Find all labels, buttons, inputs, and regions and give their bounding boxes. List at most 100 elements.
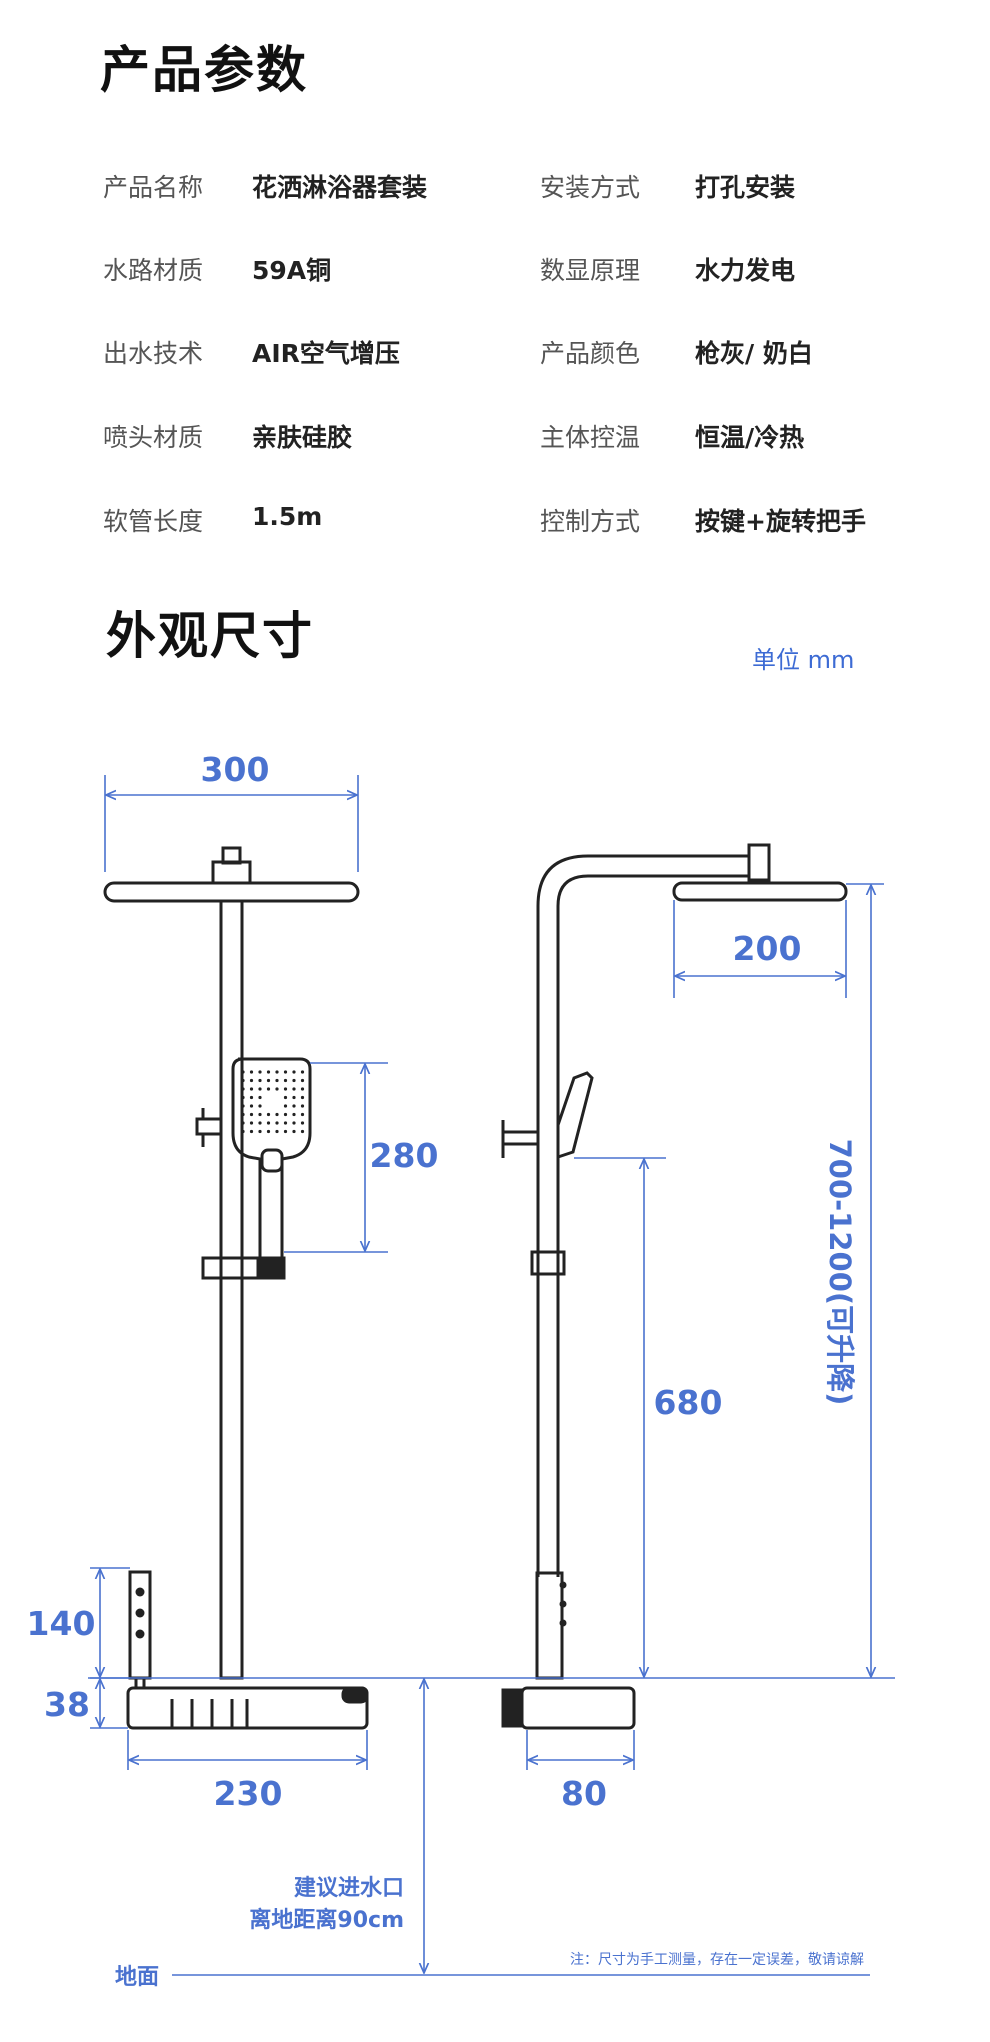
nozzle-dot	[258, 1087, 262, 1091]
nozzle-dot	[275, 1078, 279, 1083]
spec-label: 水路材质	[103, 256, 204, 285]
nozzle-dot	[292, 1121, 296, 1125]
nozzle-dot	[292, 1095, 296, 1100]
spec-value: 枪灰/ 奶白	[695, 339, 813, 368]
nozzle-dot	[300, 1104, 305, 1108]
nozzle-dot	[275, 1129, 279, 1134]
slider-holder	[201, 1256, 260, 1280]
spec-label: 控制方式	[540, 507, 641, 536]
spec-value: 按键+旋转把手	[695, 507, 866, 536]
nozzle-grid	[241, 1070, 305, 1134]
nozzle-dot	[249, 1129, 254, 1134]
spec-value: 水力发电	[695, 256, 796, 285]
dimension-title: 外观尺寸	[106, 607, 314, 665]
nozzle-dot	[292, 1112, 296, 1117]
spec-label: 安装方式	[540, 173, 641, 202]
nozzle-dot	[292, 1104, 296, 1108]
nozzle-dot	[241, 1104, 245, 1108]
spec-label: 产品名称	[103, 173, 204, 202]
nozzle-dot	[300, 1129, 305, 1134]
dim-base-width: 230	[214, 1774, 283, 1813]
nozzle-dot	[258, 1121, 262, 1125]
ground-label: 地面	[115, 1965, 159, 1990]
dim-handheld-height: 280	[370, 1136, 439, 1175]
nozzle-dot	[249, 1078, 254, 1083]
spec-value: 59A铜	[252, 256, 332, 285]
dim-side-total-height: 700-1200(可升降)	[823, 1139, 857, 1406]
nozzle-dot	[283, 1087, 288, 1091]
nozzle-dot	[283, 1129, 288, 1134]
dim-side-head-width: 200	[733, 929, 802, 968]
spec-row: 水路材质 59A铜 数显原理 水力发电	[0, 251, 990, 291]
spec-title: 产品参数	[100, 41, 308, 99]
nozzle-dot	[258, 1112, 262, 1117]
nozzle-dot	[275, 1087, 279, 1091]
spec-value: 亲肤硅胶	[252, 423, 353, 452]
nozzle-dot	[292, 1129, 296, 1134]
overhead-shower-head	[103, 881, 360, 903]
spec-value: 打孔安装	[695, 173, 796, 202]
nozzle-dot	[283, 1104, 288, 1108]
nozzle-dot	[241, 1078, 245, 1083]
nozzle-dot	[258, 1104, 262, 1108]
inlet-note-line1: 建议进水口	[294, 1876, 404, 1901]
unit-label: 单位 mm	[752, 646, 855, 674]
nozzle-dot	[266, 1121, 271, 1125]
spec-row: 喷头材质 亲肤硅胶 主体控温 恒温/冷热	[0, 418, 990, 458]
side-valve	[535, 1571, 564, 1680]
side-curved-arm	[536, 854, 749, 1577]
nozzle-dot	[300, 1112, 305, 1117]
nozzle-dot	[258, 1070, 262, 1074]
spec-value: AIR空气增压	[252, 339, 400, 368]
nozzle-dot	[249, 1087, 254, 1091]
spec-label: 数显原理	[540, 256, 641, 285]
spec-value: 恒温/冷热	[695, 423, 805, 452]
spec-row: 出水技术 AIR空气增压 产品颜色 枪灰/ 奶白	[0, 334, 990, 374]
nozzle-dot	[258, 1095, 262, 1100]
nozzle-dot	[292, 1078, 296, 1083]
nozzle-dot	[249, 1121, 254, 1125]
spec-label: 喷头材质	[103, 423, 204, 452]
nozzle-dot	[283, 1078, 288, 1083]
handheld-shower	[231, 1057, 312, 1264]
nozzle-dot	[283, 1095, 288, 1100]
spec-value: 1.5m	[252, 502, 323, 531]
nozzle-dot	[241, 1129, 245, 1134]
nozzle-dot	[249, 1104, 254, 1108]
spec-row: 产品名称 花洒淋浴器套装 安装方式 打孔安装	[0, 168, 990, 208]
nozzle-dot	[300, 1095, 305, 1100]
nozzle-dot	[275, 1112, 279, 1117]
nozzle-dot	[266, 1070, 271, 1074]
nozzle-dot	[266, 1129, 271, 1134]
nozzle-dot	[275, 1070, 279, 1074]
dim-side-handheld-height: 680	[654, 1383, 723, 1422]
nozzle-dot	[283, 1112, 288, 1117]
spec-value: 花洒淋浴器套装	[252, 173, 428, 202]
nozzle-dot	[258, 1129, 262, 1134]
dim-side-base-depth: 80	[561, 1774, 607, 1813]
nozzle-dot	[241, 1095, 245, 1100]
spec-row: 软管长度 1.5m 控制方式 按键+旋转把手	[0, 502, 990, 542]
nozzle-dot	[258, 1078, 262, 1083]
spec-label: 产品颜色	[540, 339, 641, 368]
side-slider	[530, 1250, 566, 1276]
nozzle-dot	[300, 1087, 305, 1091]
nozzle-dot	[275, 1121, 279, 1125]
nozzle-dot	[249, 1095, 254, 1100]
side-overhead-head	[672, 881, 848, 902]
nozzle-dot	[266, 1112, 271, 1117]
nozzle-dot	[300, 1121, 305, 1125]
nozzle-dot	[241, 1112, 245, 1117]
spec-label: 软管长度	[103, 507, 204, 536]
nozzle-dot	[300, 1078, 305, 1083]
nozzle-dot	[249, 1112, 254, 1117]
side-handheld	[556, 1071, 594, 1159]
front-view	[103, 846, 369, 1730]
nozzle-dot	[292, 1070, 296, 1074]
nozzle-dot	[283, 1121, 288, 1125]
nozzle-dot	[241, 1087, 245, 1091]
nozzle-dot	[249, 1070, 254, 1074]
spec-label: 主体控温	[540, 423, 641, 452]
dim-top-width: 300	[201, 750, 270, 789]
